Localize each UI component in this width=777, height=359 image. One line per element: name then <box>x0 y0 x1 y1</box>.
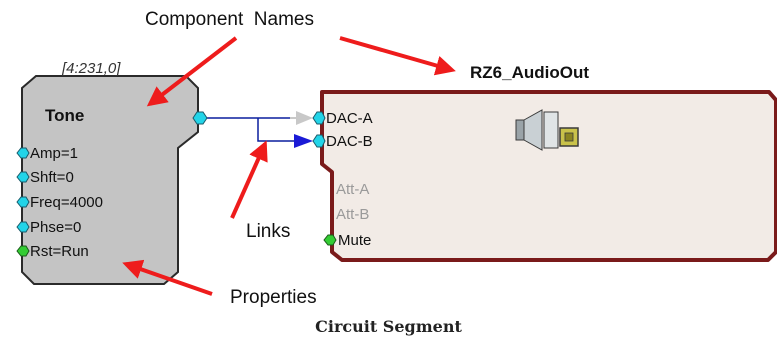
arrow-to-tone-title <box>146 36 238 107</box>
tone-input-freq: Freq=4000 <box>30 194 103 211</box>
tone-input-phse: Phse=0 <box>30 219 82 236</box>
link-tone-dac-b[interactable] <box>257 118 296 142</box>
component-names-label: Component Names <box>145 9 314 30</box>
dac-a-port[interactable] <box>312 111 326 125</box>
rst-port[interactable] <box>16 245 30 257</box>
amp-port[interactable] <box>16 147 30 159</box>
phse-port[interactable] <box>16 221 30 233</box>
audio-out-input-att-a: Att-A <box>336 181 370 198</box>
tone-block[interactable] <box>21 75 199 285</box>
links-label: Links <box>246 221 291 242</box>
shft-port[interactable] <box>16 171 30 183</box>
link-gray-arrowhead <box>296 111 313 125</box>
audio-out-input-mute: Mute <box>338 232 372 249</box>
mute-port[interactable] <box>323 234 337 246</box>
link-blue-arrowhead <box>294 134 313 148</box>
tone-input-amp: Amp=1 <box>30 145 78 162</box>
dac-b-port[interactable] <box>312 134 326 148</box>
audio-out-input-ports <box>312 111 337 246</box>
links <box>202 111 313 148</box>
arrow-to-links <box>230 140 268 219</box>
audio-out-input-dac-b: DAC-B <box>326 133 373 150</box>
tone-id-label: [4:231,0] <box>62 60 121 77</box>
speaker-icon <box>515 109 579 151</box>
audio-out-input-att-b: Att-B <box>336 206 370 223</box>
tone-title: Tone <box>45 106 85 125</box>
freq-port[interactable] <box>16 196 30 208</box>
tone-output-port[interactable] <box>192 111 208 125</box>
tone-input-ports <box>16 147 30 257</box>
arrow-to-audio-title <box>339 36 456 76</box>
audio-out-input-dac-a: DAC-A <box>326 110 373 127</box>
annotation-arrows <box>122 36 456 296</box>
tone-input-rst: Rst=Run <box>30 243 89 260</box>
figure-caption: Circuit Segment <box>315 317 462 336</box>
arrow-to-properties <box>122 259 213 296</box>
audio-out-title: RZ6_AudioOut <box>470 63 589 82</box>
properties-label: Properties <box>230 287 317 308</box>
tone-input-shft: Shft=0 <box>30 169 74 186</box>
audio-out-block[interactable] <box>320 90 777 262</box>
